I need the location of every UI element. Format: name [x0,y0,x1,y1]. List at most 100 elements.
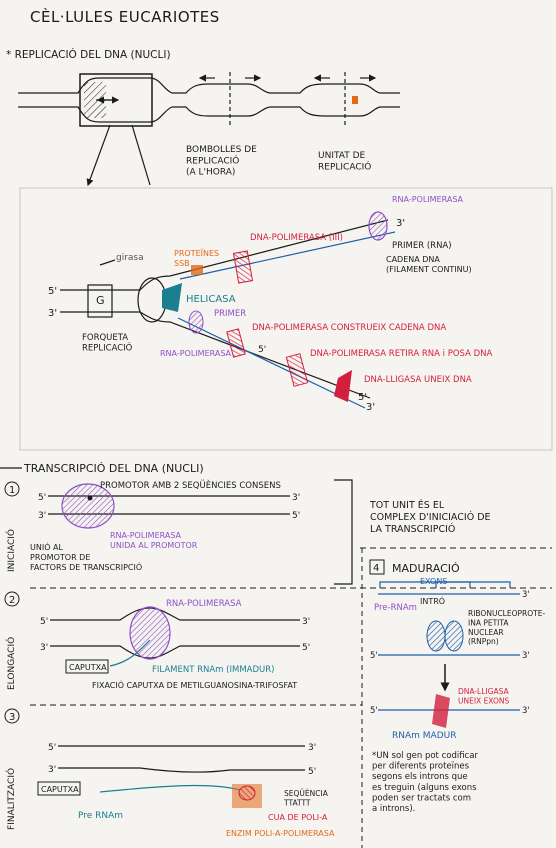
helicasa-label: HELICASA [186,294,236,305]
exons-label: EXONS [420,577,447,586]
fork-3prime-right: 3' [366,402,375,413]
s3-3prime: 3' [48,765,56,775]
s3-5prime-right: 5' [308,767,316,777]
rnam-madur-label: RNAm MADUR [392,731,456,741]
primer-label: PRIMER [214,309,246,319]
s3-pre-rnam: Pre RNAm [78,811,123,821]
page-title: CÈL·LULES EUCARIOTES [30,7,220,26]
stage2-side-label: ELONGACIÓ [5,637,17,690]
stage1-num: 1 [9,485,15,496]
s3-caputxa-box [37,781,81,796]
rna-pol-fork-label: RNA-POLIMERASA [160,349,232,358]
rna-pol-fork [188,310,204,334]
enzim-label: ENZIM POLI-A-POLIMERASA [226,829,335,838]
s2-rna-pol-label: RNA-POLIMERASA [166,599,242,609]
s3-5prime: 5' [48,743,56,753]
stage3-dna [58,745,305,773]
primer-rna-label: PRIMER (RNA) [392,241,452,251]
replication-overview [18,72,400,187]
rnppn-shape [426,620,464,652]
fork-5prime-mid: 5' [258,345,266,355]
promoter-dot [87,495,93,501]
s1-3prime: 3' [38,511,46,521]
stage1-circle [4,481,20,497]
orange-mark [352,96,358,104]
stage3-side-label: FINALITZACIÓ [5,768,17,830]
stage1-side-label: INICIACIÓ [5,529,17,572]
s4-5prime: 5' [370,651,378,661]
stage4-box [369,559,385,575]
stage4-pre-mrna [378,581,520,595]
s3-pre-mrna [99,784,241,793]
s2-caputxa-box [65,659,109,674]
s1-5prime-right: 5' [292,511,300,521]
s4-ligasa-shape [432,694,450,728]
complex-bracket [334,479,353,585]
dna-pol-lagging [226,328,246,358]
helicasa-shape [162,283,182,312]
replication-heading: * REPLICACIÓ DEL DNA (NUCLI) [6,48,171,61]
dna-ligasa-label: DNA-LLIGASA UNEIX DNA [364,375,472,385]
s4-pre-rnam: Pre-RNAm [374,603,417,613]
rna-pol-top-label: RNA-POLIMERASA [392,195,464,204]
gyrase-letter: G [96,294,105,307]
rna-pol-top [368,211,388,241]
fork-3prime-top: 3' [396,218,405,229]
stage2-num: 2 [9,595,15,606]
s4-3prime: 3' [522,590,530,600]
transcription-heading: TRANSCRIPCIÓ DEL DNA (NUCLI) [23,462,204,475]
fork-frame [19,187,553,451]
s2-5prime: 5' [40,617,48,627]
dna-pol-retira-label: DNA-POLIMERASA RETIRA RNA i POSA DNA [310,349,492,359]
dna-pol-retira [285,353,309,387]
stage3-circle [4,708,20,724]
fork-5prime-right: 5' [358,392,367,403]
s2-caputxa: CAPUTXA [69,663,107,672]
s2-3prime: 3' [40,643,48,653]
cadena-label: CADENA DNA(FILAMENT CONTINU) [386,255,472,274]
intro-label: INTRÓ [420,595,445,606]
stage2-dna [50,607,300,659]
s2-5prime-right: 5' [302,643,310,653]
stage2-rna-pol [129,606,171,660]
fixacio-label: FIXACIÓ CAPUTXA DE METILGUANOSINA-TRIFOS… [92,679,297,690]
s3-3prime-right: 3' [308,743,316,753]
dna-pol-construeix-label: DNA-POLIMERASA CONSTRUEIX CADENA DNA [252,323,446,333]
poly-a-inner [238,785,256,801]
stage2-circle [4,591,20,607]
ssb-shape [191,265,203,275]
s4-5prime-b: 5' [370,706,378,716]
s3-caputxa: CAPUTXA [41,785,79,794]
fork-5prime: 5' [48,286,57,297]
dna-pol-iii-label: DNA-POLIMERASA (III) [250,233,343,243]
dna-pol-iii-shape [232,250,254,284]
s1-5prime: 5' [38,493,46,503]
s1-3prime-right: 3' [292,493,300,503]
fork-3prime: 3' [48,308,57,319]
promotor-label: PROMOTOR AMB 2 SEQÜÈNCIES CONSENS [100,479,281,491]
stage4-num: 4 [373,563,379,574]
stage3-num: 3 [9,712,15,723]
stage4-title: MADURACIÓ [392,562,460,575]
stage1-rna-pol [61,483,115,529]
filament-label: FILAMENT RNAm (IMMADUR) [152,665,274,675]
s4-3prime-c: 3' [522,706,530,716]
cua-label: CUA DE POLI-A [268,813,328,822]
s4-3prime-b: 3' [522,651,530,661]
gyrase-label: girasa [116,253,144,263]
s2-3prime-right: 3' [302,617,310,627]
ligasa-shape [334,370,352,402]
